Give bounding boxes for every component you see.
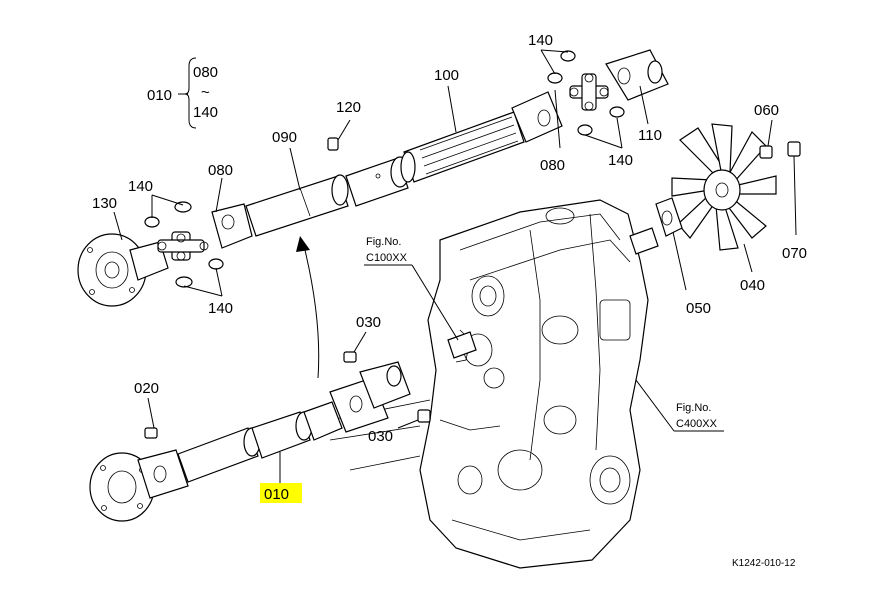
- lower-flange: [89, 449, 189, 522]
- legend-brace: [184, 57, 197, 129]
- fan-040: [671, 123, 777, 251]
- assembly-arrow: [303, 245, 320, 379]
- callout-140-right: 140: [608, 152, 633, 169]
- legend-top-number: 080: [193, 64, 218, 81]
- leader-020: [147, 397, 155, 429]
- callout-numbers: 100 140 110 080 140 120 090 080 140 130 …: [92, 32, 807, 503]
- callout-090: 090: [272, 129, 297, 146]
- fig-ref-c400-code: C400XX: [676, 418, 718, 430]
- nut-060: [759, 145, 773, 159]
- callout-010: 010: [264, 486, 289, 503]
- callout-120: 120: [336, 99, 361, 116]
- callout-110: 110: [638, 127, 662, 144]
- bolt-020: [144, 427, 158, 439]
- callout-100: 100: [434, 67, 459, 84]
- leader-040: [743, 243, 753, 273]
- drawing-code: K1242-010-12: [732, 558, 796, 569]
- leader-lines: [113, 49, 649, 297]
- flange-130: [77, 233, 169, 307]
- callout-060: 060: [754, 102, 779, 119]
- yoke-110: [605, 49, 669, 101]
- callout-080-left: 080: [208, 162, 233, 179]
- callout-040: 040: [740, 277, 765, 294]
- leader-070: [793, 155, 797, 236]
- assembly-arrow-head: [296, 236, 310, 252]
- callout-140-left-top: 140: [128, 178, 153, 195]
- legend-group: 010 080 ~ 140: [147, 57, 218, 129]
- bolt-030-top: [343, 351, 357, 363]
- callout-020: 020: [134, 380, 159, 397]
- shaft-090: [211, 174, 349, 249]
- leader-030-top: [353, 331, 367, 353]
- callout-050: 050: [686, 300, 711, 317]
- callout-070: 070: [782, 245, 807, 262]
- splined-shaft-100: [400, 91, 563, 183]
- fig-ref-c100: Fig.No. C100XX: [364, 236, 459, 341]
- fig-ref-c400: Fig.No. C400XX: [635, 379, 724, 432]
- upper-shaft-assembly: [77, 49, 669, 307]
- hub-050: [655, 197, 687, 291]
- callout-130: 130: [92, 195, 117, 212]
- callout-010-highlight: [260, 483, 302, 503]
- engine-block: [329, 199, 659, 569]
- lower-shaft-assembly: [89, 236, 431, 522]
- fig-ref-c400-label: Fig.No.: [676, 402, 711, 414]
- lower-yoke-bore: [349, 395, 363, 413]
- lower-tube-left: [177, 427, 259, 483]
- callout-080-right: 080: [540, 157, 565, 174]
- bolt-070: [787, 141, 801, 157]
- legend-start-number: 010: [147, 87, 172, 104]
- callout-030-top: 030: [356, 314, 381, 331]
- left-cross-joint: [144, 201, 224, 288]
- legend-bottom-number: 140: [193, 104, 218, 121]
- callout-030-bottom: 030: [368, 428, 393, 445]
- bolt-030-bottom: [417, 409, 431, 423]
- lower-tube-mid: [251, 411, 311, 459]
- legend-tilde: ~: [201, 84, 210, 101]
- callout-140-top: 140: [528, 32, 553, 49]
- fig-ref-c100-code: C100XX: [366, 252, 408, 264]
- leader-030-bottom: [397, 419, 419, 429]
- bolt-120: [327, 119, 351, 151]
- right-cross-joint: [547, 50, 625, 136]
- fan-assembly: [655, 119, 801, 291]
- fig-ref-c100-label: Fig.No.: [366, 236, 401, 248]
- lower-tube-spline: [303, 401, 343, 441]
- lower-yoke-ring: [386, 365, 402, 387]
- inner-tube: [345, 156, 410, 207]
- leader-060: [767, 119, 773, 147]
- callout-140-left-bottom: 140: [208, 300, 233, 317]
